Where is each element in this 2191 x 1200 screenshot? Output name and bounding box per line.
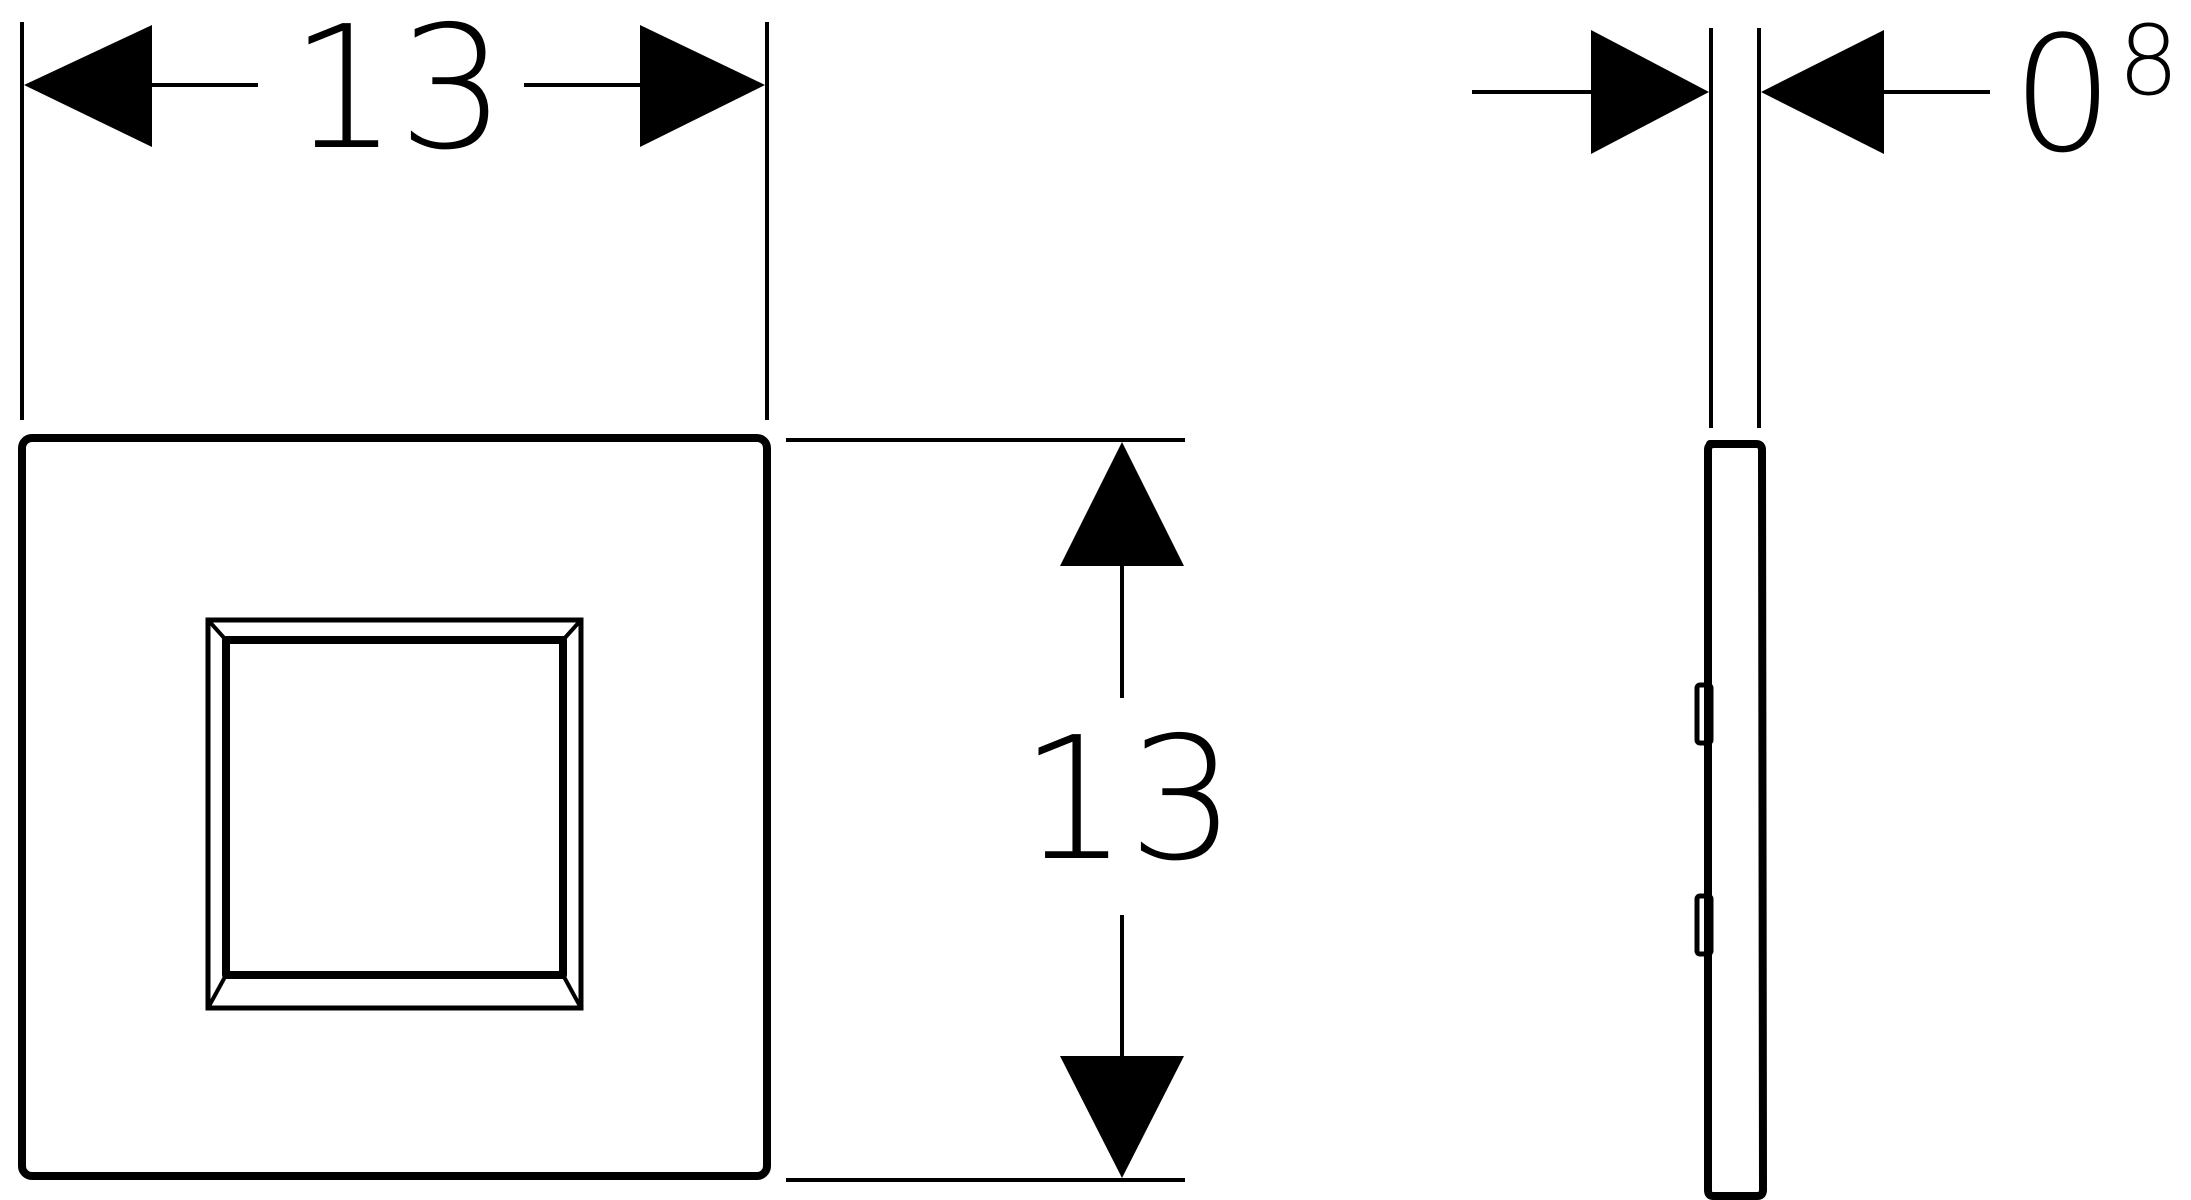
height-dimension: 13 [786,438,1236,1182]
bevel-line-bottom-left [206,974,228,1009]
height-dimension-label: 13 [1020,701,1236,899]
flush-button-outer-edge [205,617,584,1011]
height-arrow-bottom [1060,1056,1184,1178]
front-view [18,434,771,1180]
bevel-line-bottom-right [561,974,583,1009]
width-dimension: 13 [20,0,769,420]
thickness-dimension-label: 0 [2012,1,2114,188]
side-view [1694,440,1767,1200]
flush-button [205,617,584,1011]
side-mounting-tab-lower [1694,893,1714,957]
thickness-dimension: 0 8 [1472,1,2179,428]
height-arrow-top [1060,442,1184,566]
thickness-arrow-left [1591,30,1709,154]
width-arrow-left [24,25,152,147]
thickness-arrow-right [1761,30,1884,154]
width-arrow-right [640,25,765,147]
flush-button-inner-edge [222,636,567,979]
bevel-line-top-left [206,618,228,642]
width-dimension-label: 13 [290,0,506,188]
front-plate-outline [18,434,771,1180]
side-profile-outline [1704,440,1767,1200]
side-mounting-tab-upper [1694,682,1714,746]
bevel-line-top-right [561,618,583,642]
thickness-dimension-superscript: 8 [2118,5,2179,117]
